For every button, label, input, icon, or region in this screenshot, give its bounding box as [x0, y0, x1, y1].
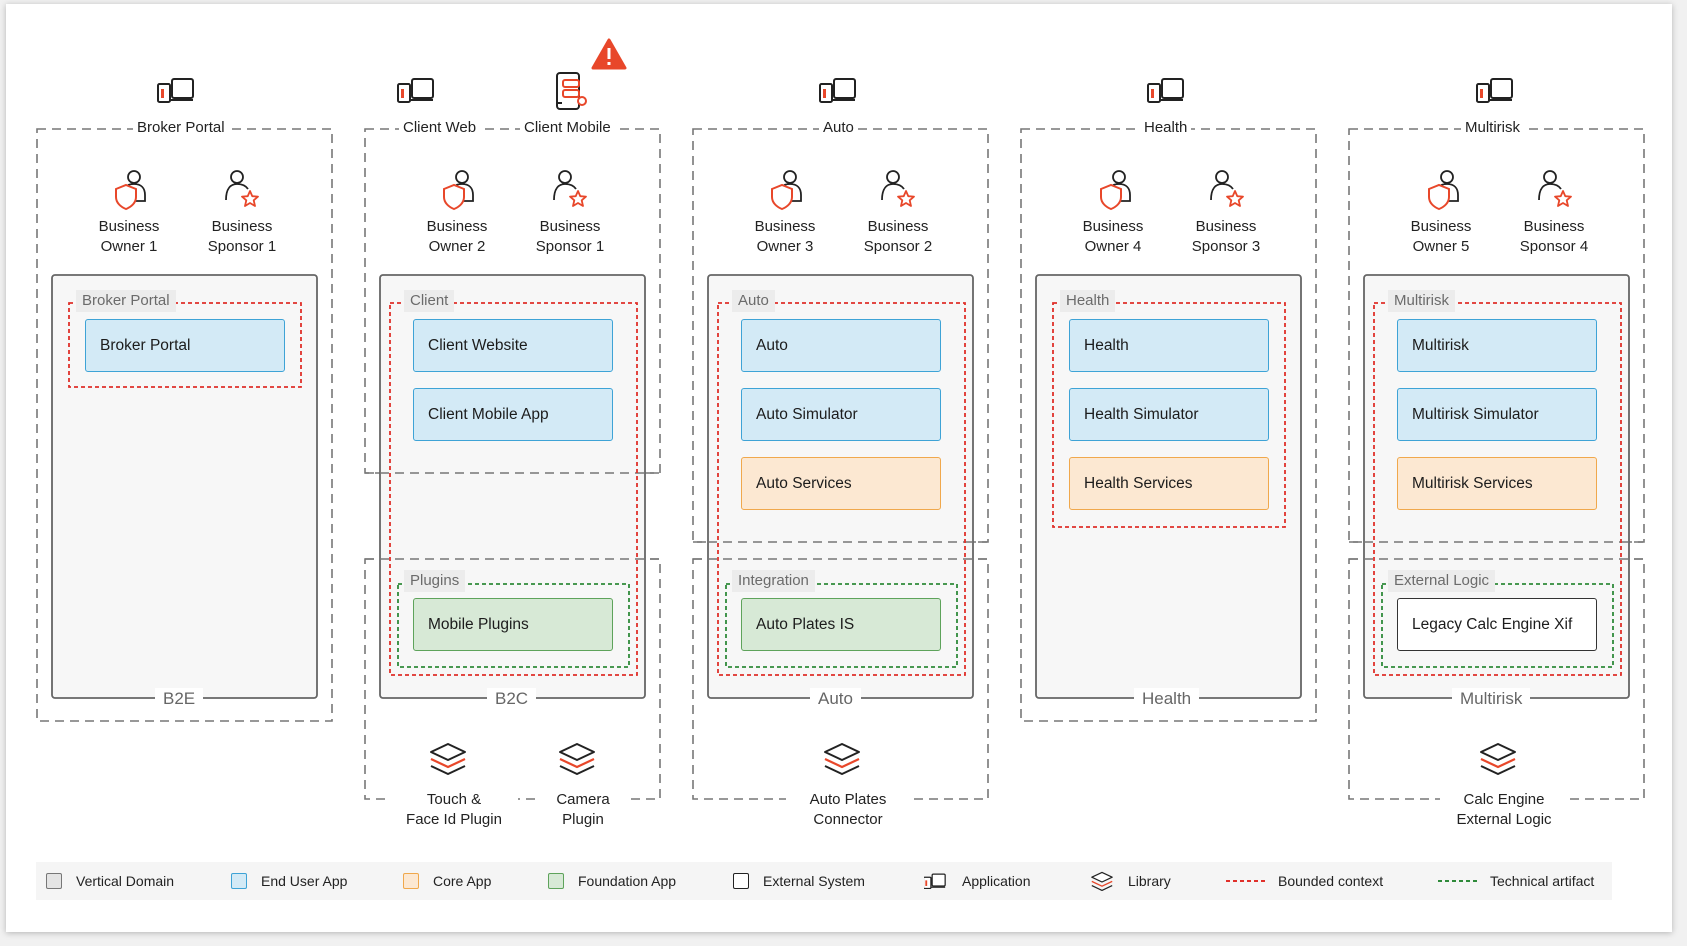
- vertical-domain-label: Health: [1134, 688, 1200, 710]
- context-label: Auto: [732, 290, 775, 312]
- domain-title: Client Web: [399, 118, 481, 138]
- end-user-app[interactable]: Client Mobile App: [413, 388, 613, 441]
- business-sponsor-icon: [881, 170, 915, 207]
- domain-title: Auto: [819, 118, 858, 138]
- vertical-domain-label: B2C: [487, 688, 537, 710]
- domain-title: Broker Portal: [133, 118, 229, 138]
- end-user-app[interactable]: Multirisk: [1397, 319, 1597, 372]
- mobile-application-icon: [556, 72, 587, 110]
- technical-artifact-plugins: [397, 583, 630, 668]
- broker-portal-frame: [36, 128, 333, 722]
- foundation-app[interactable]: Auto Plates IS: [741, 598, 941, 651]
- end-user-app[interactable]: Broker Portal: [85, 319, 285, 372]
- legend-item: Core App: [403, 862, 491, 900]
- library-icon: [558, 742, 596, 776]
- bounded-context-auto: [717, 302, 966, 676]
- context-label: Multirisk: [1388, 290, 1455, 312]
- library-label: Touch &Face Id Plugin: [390, 790, 518, 830]
- library-icon: [429, 742, 467, 776]
- artifact-label: Integration: [732, 570, 815, 592]
- context-label: Client: [404, 290, 455, 312]
- end-user-app[interactable]: Multirisk Simulator: [1397, 388, 1597, 441]
- technical-artifact-external-logic: [1381, 583, 1614, 668]
- health-frame: [1020, 128, 1317, 722]
- library-icon: [823, 742, 861, 776]
- business-owner-icon: [1100, 170, 1131, 210]
- legend: Vertical Domain End User App Core App Fo…: [36, 862, 1612, 900]
- domain-title: Health: [1140, 118, 1192, 138]
- application-icon: [157, 78, 194, 103]
- technical-artifact-line: [1438, 880, 1478, 882]
- business-owner-icon: [771, 170, 802, 210]
- application-icon: [1476, 78, 1513, 103]
- foundation-app[interactable]: Mobile Plugins: [413, 598, 613, 651]
- end-user-app[interactable]: Health: [1069, 319, 1269, 372]
- end-user-app[interactable]: Client Website: [413, 319, 613, 372]
- technical-artifact-integration: [725, 583, 958, 668]
- domain-title: Multirisk: [1461, 118, 1524, 138]
- legend-item: External System: [733, 862, 865, 900]
- business-owner-icon: [115, 170, 146, 210]
- core-app[interactable]: Multirisk Services: [1397, 457, 1597, 510]
- business-owner-icon: [443, 170, 474, 210]
- external-system[interactable]: Legacy Calc Engine Xif: [1397, 598, 1597, 651]
- library-icon: [1479, 742, 1517, 776]
- library-icon: [1091, 871, 1113, 892]
- vertical-domain-label: Auto: [810, 688, 861, 710]
- context-label: Broker Portal: [76, 290, 176, 312]
- legend-item: Bounded context: [1226, 862, 1383, 900]
- end-user-app[interactable]: Auto: [741, 319, 941, 372]
- core-app[interactable]: Auto Services: [741, 457, 941, 510]
- bounded-context-line: [1226, 880, 1266, 882]
- core-app[interactable]: Health Services: [1069, 457, 1269, 510]
- artifact-label: Plugins: [404, 570, 466, 592]
- application-icon: [1147, 78, 1184, 103]
- end-user-app[interactable]: Health Simulator: [1069, 388, 1269, 441]
- application-icon: [397, 78, 434, 103]
- legend-item: Application: [924, 862, 1031, 900]
- business-sponsor-icon: [1210, 170, 1244, 207]
- business-owner-icon: [1428, 170, 1459, 210]
- context-label: Health: [1060, 290, 1116, 312]
- end-user-app[interactable]: Auto Simulator: [741, 388, 941, 441]
- application-icon: [924, 873, 946, 890]
- legend-item: Technical artifact: [1438, 862, 1594, 900]
- legend-item: Library: [1090, 862, 1171, 900]
- warning-icon: [591, 38, 627, 70]
- business-sponsor-icon: [225, 170, 259, 207]
- bounded-context-client: [389, 302, 638, 676]
- legend-item: Foundation App: [548, 862, 676, 900]
- bounded-context-health: [1052, 302, 1286, 528]
- bounded-context-broker-portal: [68, 302, 302, 388]
- legend-item: End User App: [231, 862, 347, 900]
- vertical-domain-label: Multirisk: [1452, 688, 1531, 710]
- business-sponsor-icon: [553, 170, 587, 207]
- vertical-domain-label: B2E: [155, 688, 204, 710]
- artifact-label: External Logic: [1388, 570, 1496, 592]
- domain-title: Client Mobile: [520, 118, 615, 138]
- business-sponsor-icon: [1538, 170, 1572, 207]
- legend-item: Vertical Domain: [46, 862, 174, 900]
- application-icon: [819, 78, 856, 103]
- bounded-context-multirisk: [1373, 302, 1622, 676]
